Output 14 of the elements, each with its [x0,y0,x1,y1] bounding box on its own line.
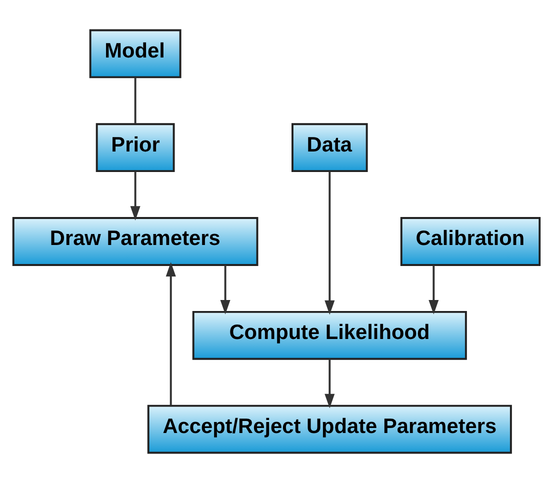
arrow [324,359,335,408]
arrow [220,265,230,314]
node-box: Calibration [400,217,541,266]
arrow [428,265,439,314]
arrow [324,171,335,315]
arrow [130,171,140,220]
node-box: Draw Parameters [12,217,258,266]
arrow [166,262,176,406]
node-box: Model [89,29,182,78]
node-box: Prior [96,123,175,172]
node-box: Accept/Reject Update Parameters [147,404,512,454]
node-box: Data [292,123,368,172]
node-box: Compute Likelihood [192,310,467,360]
connector [134,77,136,124]
